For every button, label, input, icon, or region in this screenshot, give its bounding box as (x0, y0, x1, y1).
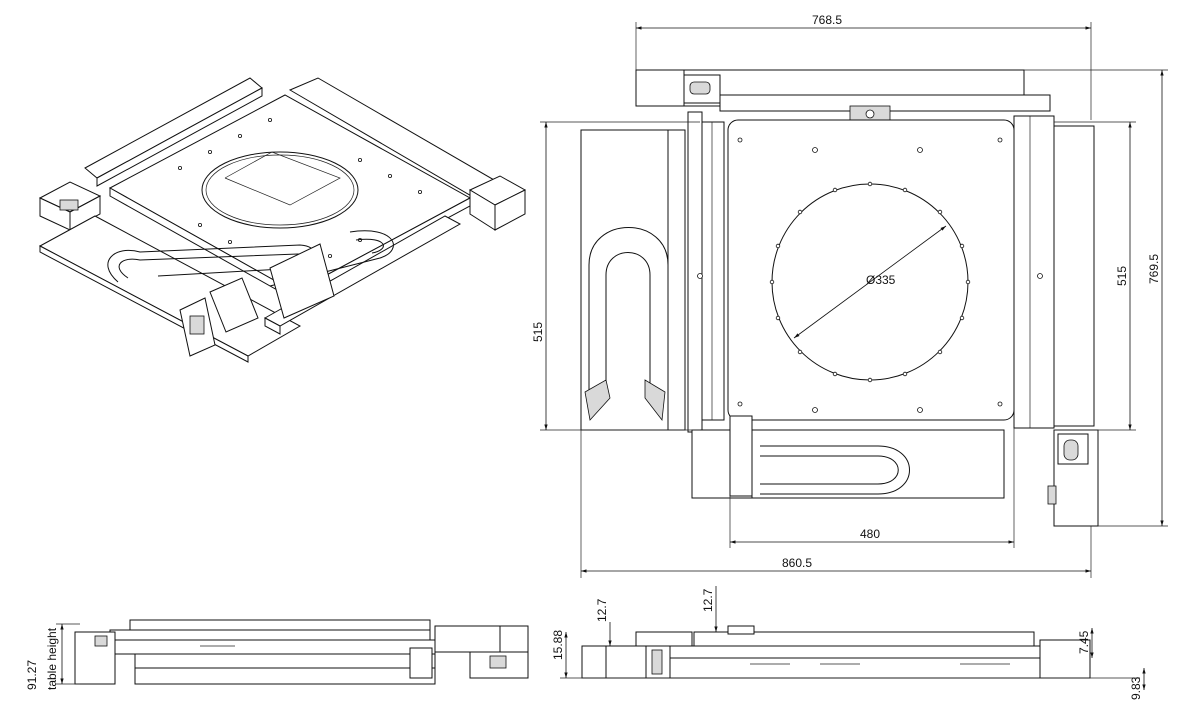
plate-holes (697, 137, 1043, 413)
dim-front-height-c: 15.88 (551, 630, 565, 660)
top-view: 768.5 515 515 769.5 480 860.5 Ø335 (531, 13, 1168, 578)
dim-front-height-a: 12.7 (595, 598, 609, 622)
dim-side-label: table height (45, 627, 59, 690)
dim-side-height: 91.27 (25, 660, 39, 690)
side-view: 91.27 table height (25, 619, 529, 690)
dim-lower-stage: 480 (860, 527, 880, 541)
isometric-view (38, 77, 527, 363)
dim-travel-left: 515 (531, 322, 545, 342)
dim-travel-right: 515 (1115, 266, 1129, 286)
dim-aperture: Ø335 (866, 273, 896, 287)
front-view: 15.88 12.7 12.7 7.45 9.83 (551, 586, 1146, 700)
dim-overall-width: 768.5 (812, 13, 842, 27)
dim-front-height-b: 12.7 (701, 588, 715, 612)
bolt-circle-holes (769, 181, 971, 383)
dim-front-right-a: 7.45 (1077, 630, 1091, 654)
dim-overall-height: 769.5 (1147, 254, 1161, 284)
dim-table-width: 860.5 (782, 556, 812, 570)
dim-front-right-b: 9.83 (1129, 676, 1143, 700)
